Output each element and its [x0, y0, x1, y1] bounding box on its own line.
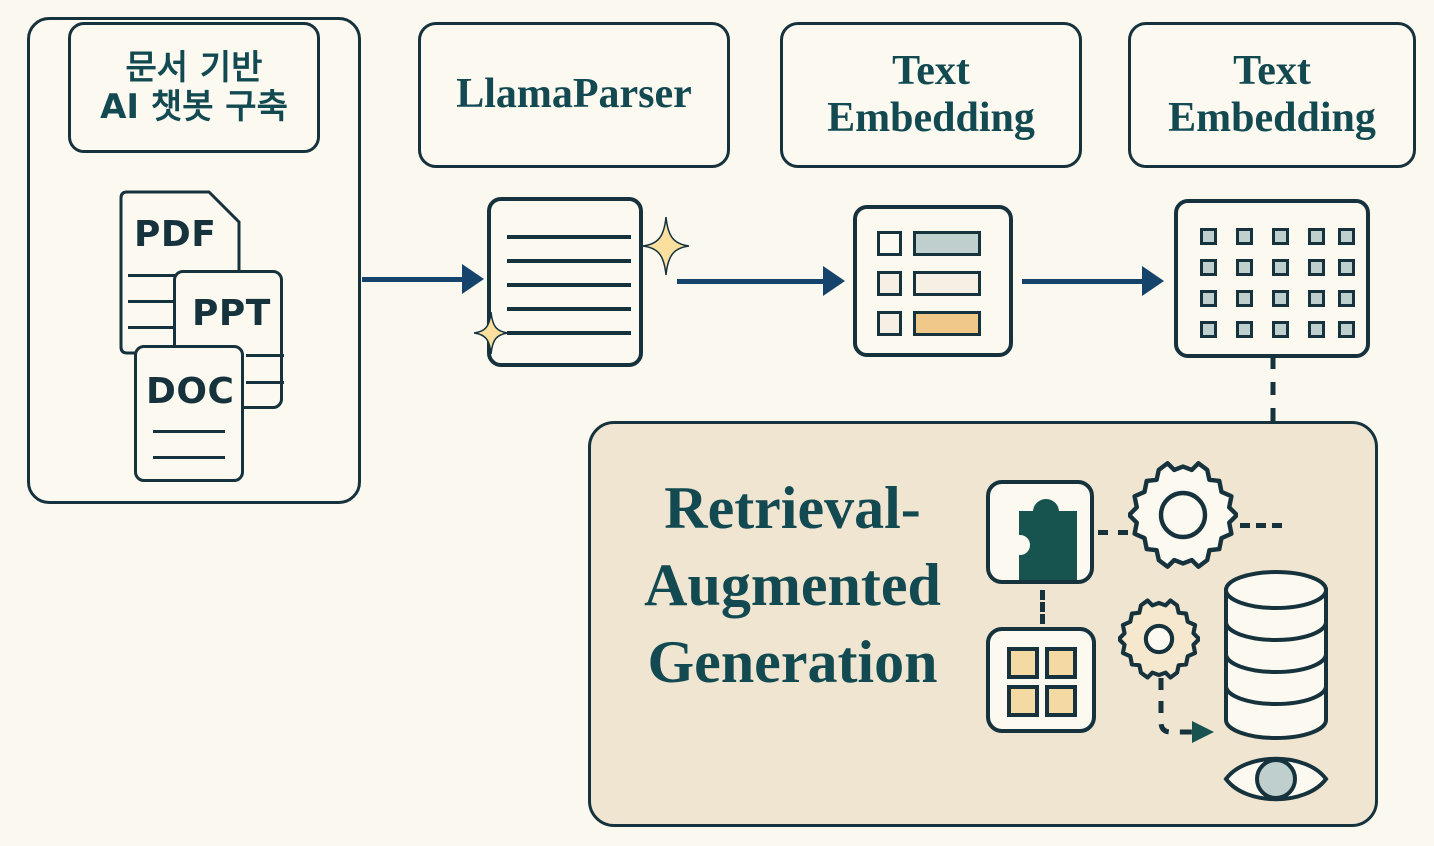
chunk-bar — [913, 311, 981, 336]
document-text-line — [507, 331, 631, 335]
embedding-matrix-icon — [1174, 199, 1370, 358]
pdf-document-label: PDF — [134, 214, 217, 255]
arrow-right-icon — [823, 266, 845, 296]
chunk-marker — [877, 271, 902, 296]
dashed-connector-puzzle-to-grid — [1040, 590, 1045, 624]
rag-title-line-2: Augmented — [644, 551, 941, 618]
stage-label-llamaparser: LlamaParser — [418, 22, 730, 168]
arrow-right-icon — [1022, 279, 1144, 284]
chunk-list-icon — [853, 205, 1013, 357]
stage-label-text-embedding-2: Text Embedding — [1128, 22, 1416, 168]
sparkle-icon — [642, 216, 690, 280]
arrow-right-icon — [677, 279, 825, 284]
eye-icon — [1222, 748, 1330, 815]
diagram-title-line-2: AI 챗봇 구축 — [100, 86, 288, 127]
dashed-arrow-gear-to-database — [1148, 678, 1228, 753]
doc-document-icon — [134, 345, 244, 482]
puzzle-piece-card — [986, 480, 1094, 584]
doc-text-line — [153, 456, 225, 459]
arrow-right-icon — [1142, 266, 1164, 296]
database-icon — [1222, 570, 1330, 747]
gear-icon — [1126, 460, 1240, 575]
sparkle-icon — [473, 311, 509, 359]
rag-title-line-1: Retrieval- — [664, 475, 921, 541]
ppt-text-line — [246, 381, 284, 384]
document-text-line — [507, 283, 631, 287]
stage-label-text-embedding-1: Text Embedding — [780, 22, 1082, 168]
chunk-marker — [877, 311, 902, 336]
document-text-line — [507, 307, 631, 311]
grid-cell — [1045, 685, 1077, 717]
ppt-text-line — [246, 354, 284, 357]
diagram-title-box: 문서 기반 AI 챗봇 구축 — [68, 22, 320, 153]
ppt-document-label: PPT — [192, 293, 271, 334]
grid-cell — [1007, 647, 1039, 679]
dashed-connector-gear-to-matrix — [1240, 523, 1282, 528]
llamaparser-label: LlamaParser — [456, 71, 692, 118]
doc-document-label: DOC — [146, 371, 235, 412]
parsed-document-icon — [487, 197, 643, 367]
chunk-bar — [913, 271, 981, 296]
rag-title-line-3: Generation — [647, 628, 938, 695]
embedding-2-line-1: Text — [1233, 47, 1311, 94]
grid-cell — [1045, 647, 1077, 679]
rag-title: Retrieval- Augmented Generation — [620, 470, 965, 700]
document-text-line — [507, 259, 631, 263]
arrow-right-icon — [362, 277, 464, 282]
gear-small-icon — [1116, 598, 1202, 685]
chunk-marker — [877, 231, 902, 256]
embedding-1-line-2: Embedding — [827, 95, 1035, 141]
grid-cell — [1007, 685, 1039, 717]
grid-four-card — [986, 627, 1096, 733]
arrow-right-icon — [462, 264, 484, 294]
doc-text-line — [153, 430, 225, 433]
embedding-1-line-1: Text — [892, 47, 970, 94]
chunk-bar — [913, 231, 981, 256]
diagram-title-line-1: 문서 기반 — [125, 48, 263, 89]
embedding-2-line-2: Embedding — [1168, 95, 1376, 141]
dashed-connector-puzzle-to-gear — [1098, 530, 1128, 535]
document-text-line — [507, 235, 631, 239]
